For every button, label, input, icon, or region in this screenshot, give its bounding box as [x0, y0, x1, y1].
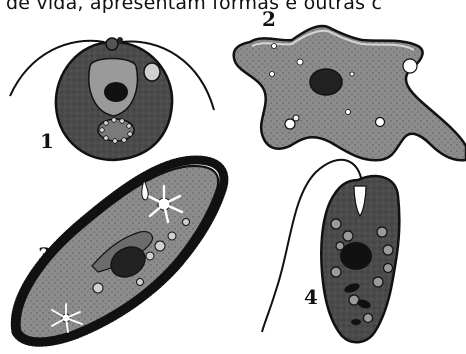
label-4: 4	[304, 285, 318, 309]
label-3: 3	[38, 243, 52, 267]
organism-2	[234, 26, 466, 160]
label-2: 2	[262, 7, 276, 31]
organism-4	[262, 160, 399, 342]
label-1: 1	[40, 129, 54, 153]
